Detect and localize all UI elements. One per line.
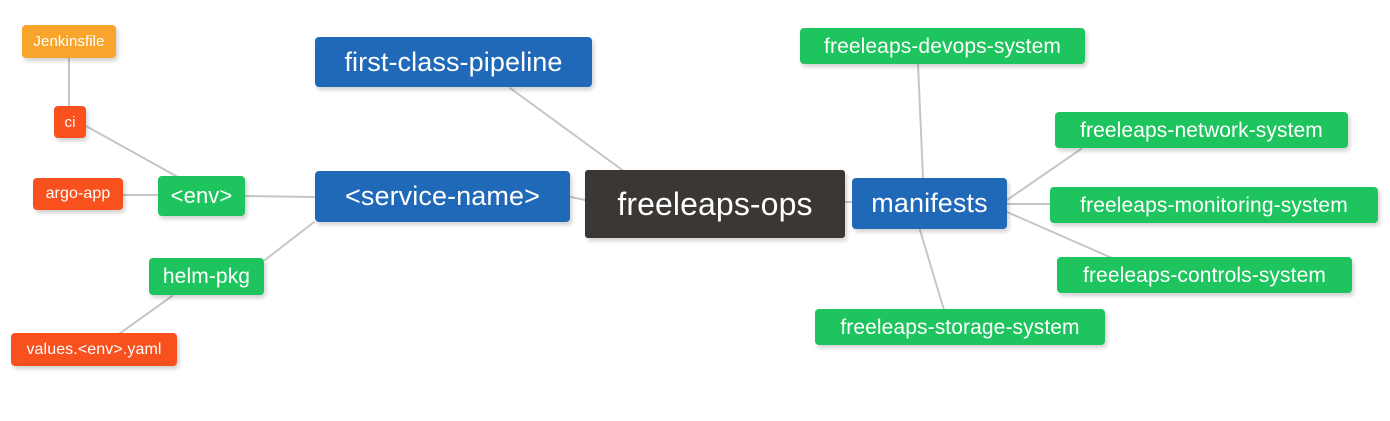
node-label: <env> <box>170 183 233 208</box>
node-label: freeleaps-storage-system <box>840 315 1080 339</box>
edge-freeleaps-ops-to-service-name <box>570 196 586 201</box>
edge-freeleaps-ops-to-first-class-pipeline <box>509 87 626 173</box>
node-manifests[interactable]: manifests <box>852 178 1007 229</box>
node-label: first-class-pipeline <box>344 46 563 77</box>
node-label: <service-name> <box>345 181 540 211</box>
node-freeleaps-monitoring-system[interactable]: freeleaps-monitoring-system <box>1050 187 1378 223</box>
node-freeleaps-ops[interactable]: freeleaps-ops <box>585 170 845 238</box>
node-label: argo-app <box>45 185 111 202</box>
edge-service-name-to-helm-pkg <box>264 221 315 261</box>
edge-env-to-ci <box>85 125 177 177</box>
edge-manifests-to-freeleaps-devops-system <box>917 63 924 179</box>
node-label: helm-pkg <box>162 265 251 288</box>
node-label: values.<env>.yaml <box>26 340 162 358</box>
edge-helm-pkg-to-values-yaml <box>118 295 173 335</box>
node-freeleaps-devops-system[interactable]: freeleaps-devops-system <box>800 28 1085 64</box>
node-env[interactable]: <env> <box>158 176 245 216</box>
node-service-name[interactable]: <service-name> <box>315 171 570 222</box>
node-label: freeleaps-network-system <box>1080 118 1323 142</box>
node-ci[interactable]: ci <box>54 106 86 138</box>
edge-service-name-to-env <box>245 195 315 198</box>
node-label: freeleaps-monitoring-system <box>1080 193 1348 217</box>
node-argo-app[interactable]: argo-app <box>33 178 123 210</box>
node-freeleaps-storage-system[interactable]: freeleaps-storage-system <box>815 309 1105 345</box>
edge-manifests-to-freeleaps-storage-system <box>919 229 945 311</box>
node-label: freeleaps-ops <box>617 186 813 222</box>
node-freeleaps-network-system[interactable]: freeleaps-network-system <box>1055 112 1348 148</box>
node-freeleaps-controls-system[interactable]: freeleaps-controls-system <box>1057 257 1352 293</box>
node-first-class-pipeline[interactable]: first-class-pipeline <box>315 37 592 87</box>
node-label: manifests <box>871 188 988 218</box>
node-label: freeleaps-controls-system <box>1083 263 1326 287</box>
node-jenkinsfile[interactable]: Jenkinsfile <box>22 25 116 58</box>
node-label: Jenkinsfile <box>33 33 105 50</box>
node-label: freeleaps-devops-system <box>824 34 1061 58</box>
node-label: ci <box>64 113 76 131</box>
node-helm-pkg[interactable]: helm-pkg <box>149 258 264 295</box>
node-values-yaml[interactable]: values.<env>.yaml <box>11 333 177 366</box>
